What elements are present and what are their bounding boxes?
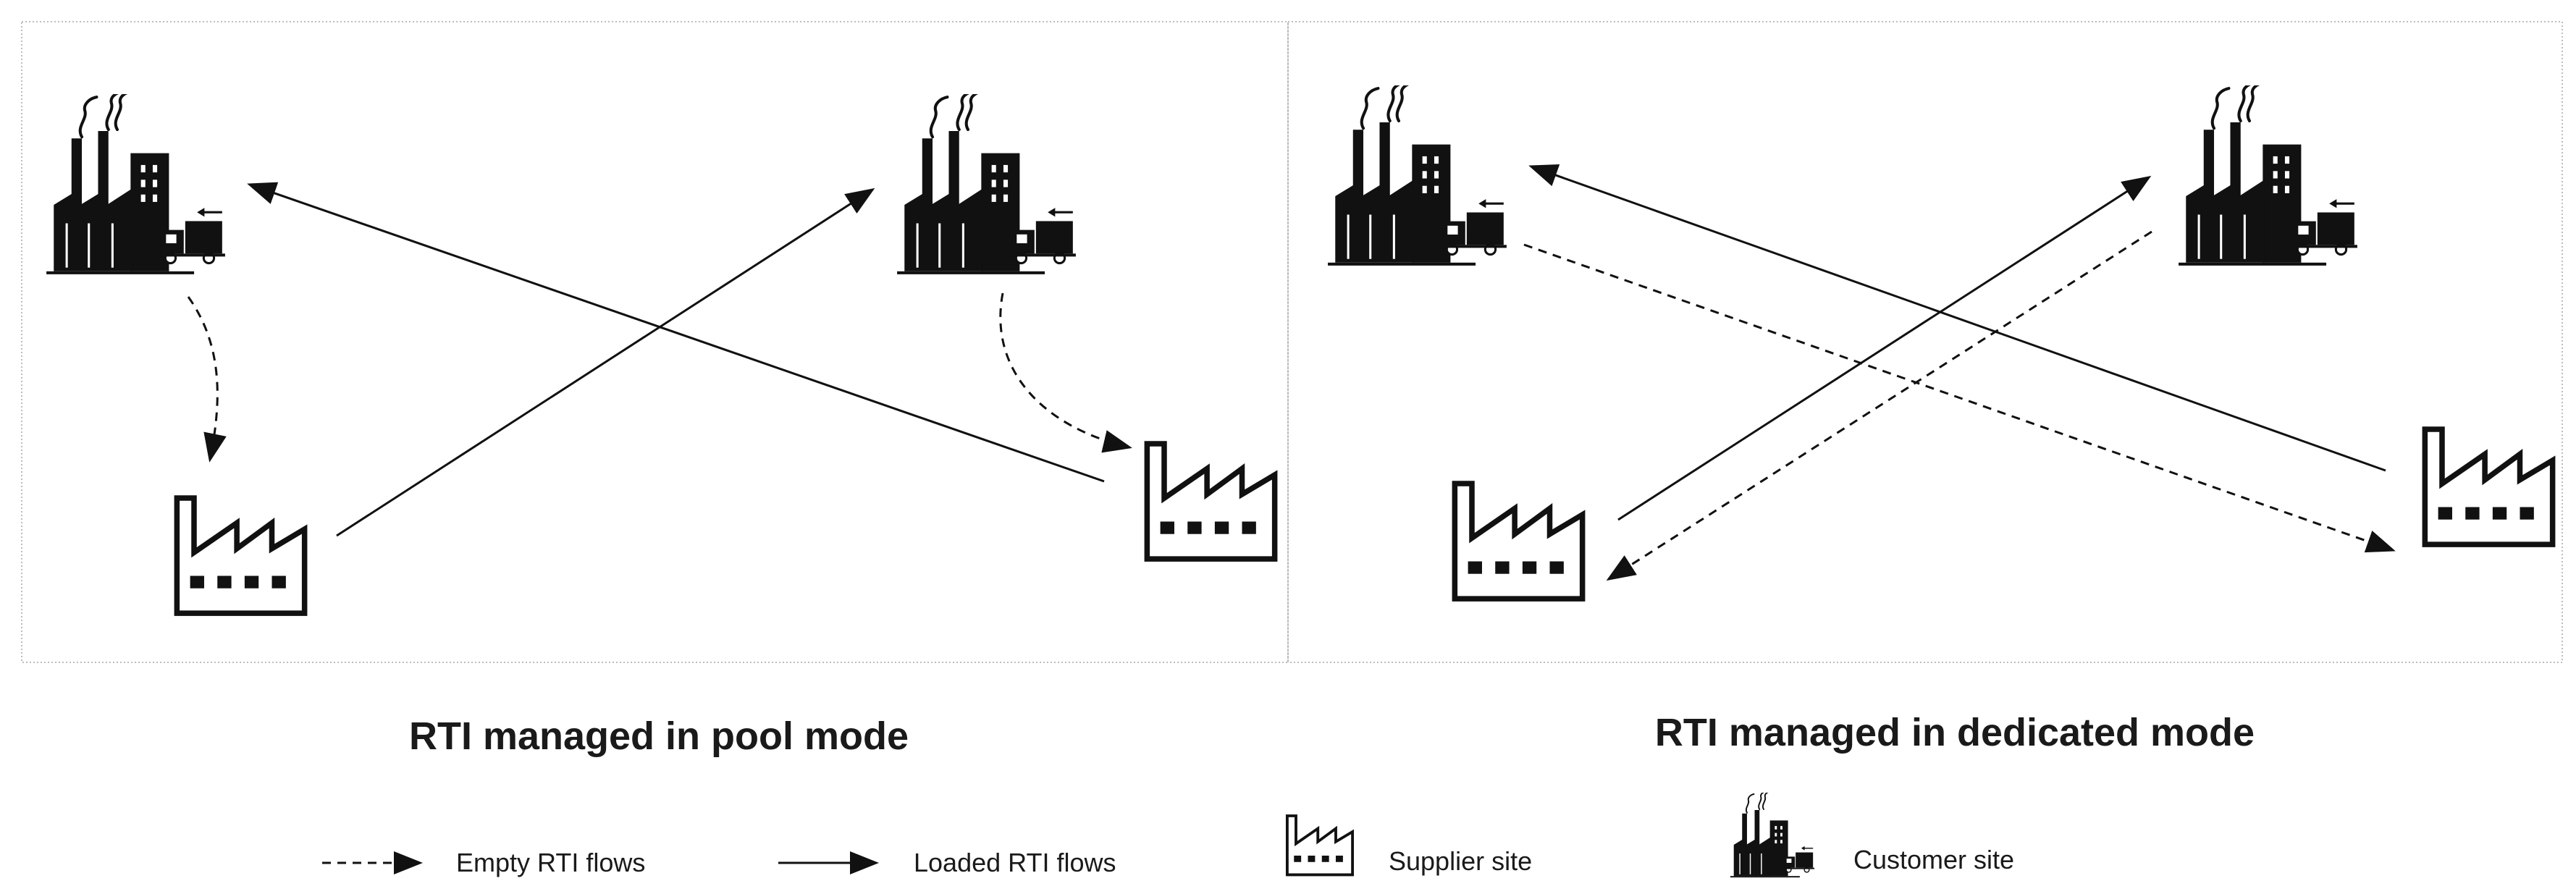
pool-panel: [46, 91, 1275, 613]
customer-site-icon: [2179, 83, 2357, 266]
pool-panel-frame: [21, 21, 1289, 663]
legend-loaded-flows-label: Loaded RTI flows: [914, 848, 1116, 877]
empty-flow-arrow: [1523, 243, 2396, 553]
legend-supplier-site-label: Supplier site: [1389, 846, 1532, 876]
dedicated-panel-frame: [1287, 21, 2563, 663]
loaded-flow-arrow: [336, 187, 875, 537]
dedicated-mode-title: RTI managed in dedicated mode: [1655, 711, 2255, 754]
supplier-site-icon: [1455, 484, 1582, 599]
empty-flow-arrow: [999, 292, 1132, 453]
customer-site-icon: [46, 91, 225, 274]
customer-site-icon: [1328, 83, 1507, 266]
legend-customer-site-icon: [1729, 793, 1816, 879]
supplier-site-icon: [1147, 444, 1274, 559]
legend-empty-flows-label: Empty RTI flows: [456, 848, 645, 877]
legend-customer-site-label: Customer site: [1853, 845, 2014, 874]
loaded-flow-arrow: [247, 182, 1105, 483]
supplier-site-icon: [177, 498, 304, 613]
legend: Empty RTI flows Loaded RTI flows Supplie…: [322, 793, 2014, 879]
empty-flow-arrow: [1606, 230, 2152, 581]
loaded-flow-arrow: [1617, 175, 2152, 521]
customer-site-icon: [897, 91, 1076, 274]
loaded-flow-arrow: [1528, 164, 2386, 472]
supplier-site-icon: [2425, 429, 2552, 544]
pool-mode-title: RTI managed in pool mode: [409, 714, 909, 758]
empty-flow-arrow: [187, 296, 227, 463]
legend-supplier-site-icon: [1285, 814, 1355, 877]
dedicated-panel: [1328, 83, 2553, 599]
